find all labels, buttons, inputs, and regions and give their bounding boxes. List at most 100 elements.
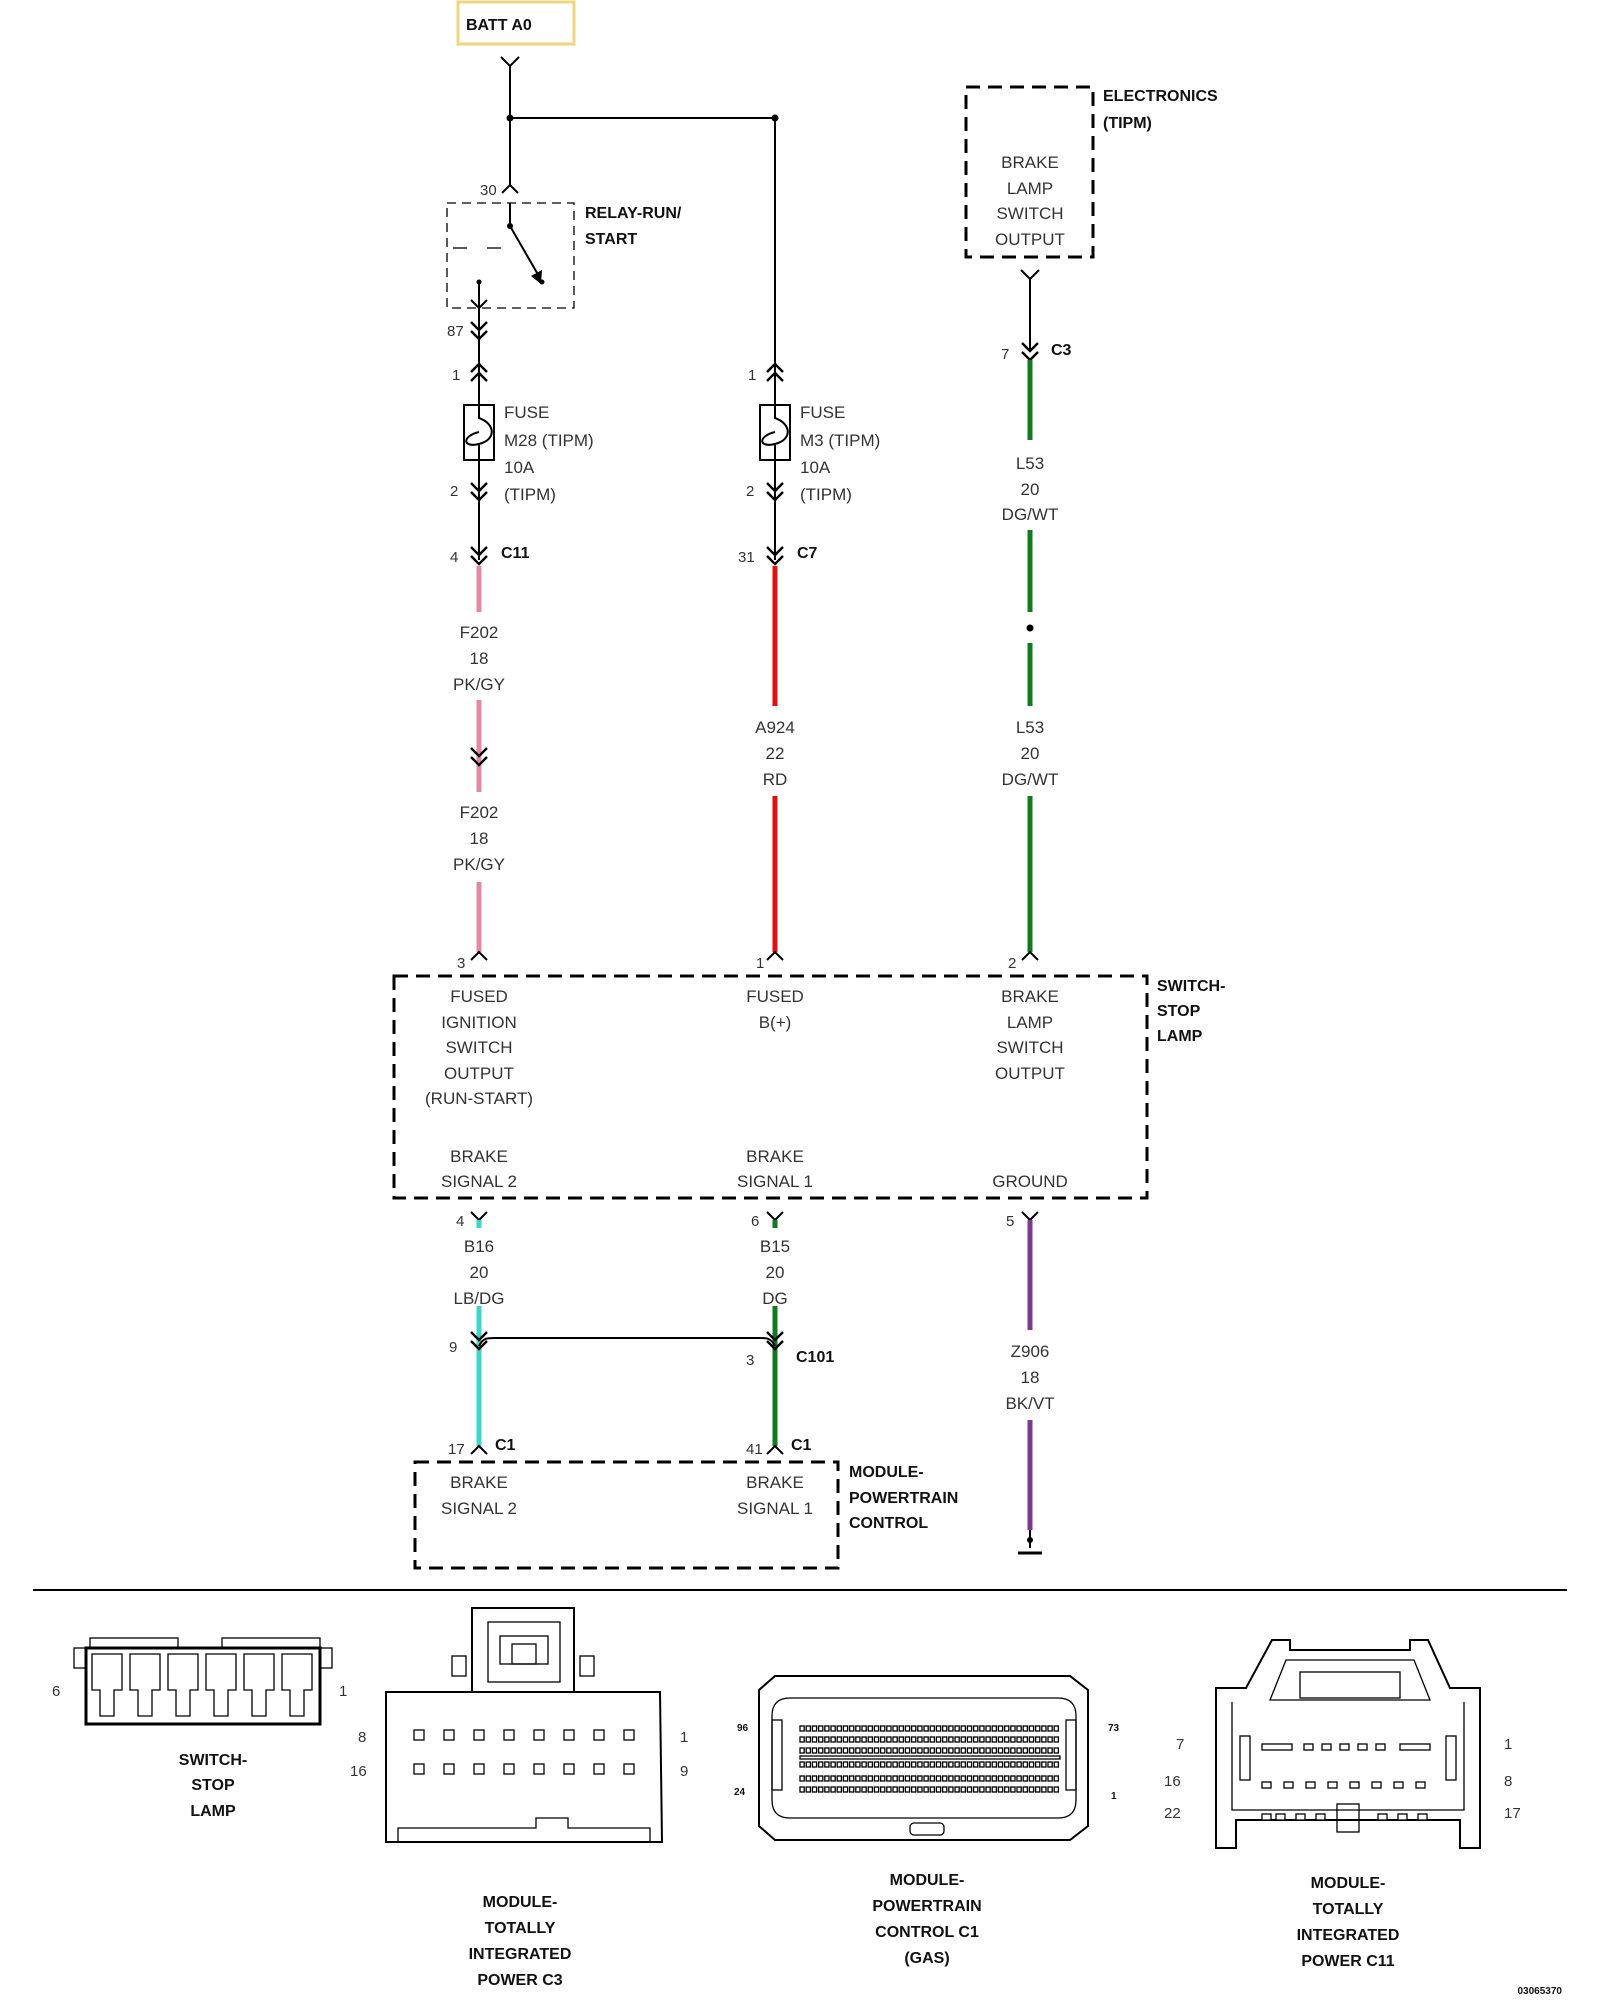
pcm-c1-cavity (1003, 1786, 1010, 1793)
pcm-c1-cavity (811, 1775, 818, 1782)
pcm-c1-cavity (972, 1725, 979, 1732)
pcm-c1-cavity (954, 1725, 960, 1732)
pcm-c1-cavity (941, 1747, 948, 1754)
f202-b-color: PK/GY (453, 855, 505, 874)
stop-lamp-pin-6: 6 (52, 1683, 60, 1700)
pcm-c1-cavity (1010, 1786, 1016, 1793)
tipm-c3-cavity (413, 1729, 425, 1741)
tipm-c11-pin-8: 8 (1504, 1773, 1512, 1790)
splice-dot-left (506, 114, 514, 122)
tipm-c3-cavity (563, 1763, 575, 1775)
pcm-c1-cavity (1016, 1761, 1022, 1768)
relay-contact-point (539, 279, 545, 285)
l53-a-id: L53 (1016, 454, 1044, 473)
pcm-c1-cavity (861, 1775, 867, 1782)
switch-pin-5-terminal (1021, 1211, 1039, 1222)
pcm-c1-cavity (855, 1725, 861, 1732)
pcm-c1-cavity (811, 1761, 818, 1768)
pcm-c1-cavity (1016, 1775, 1022, 1782)
pcm-c1-cavity (960, 1747, 967, 1754)
pcm-c1-cavity (960, 1786, 967, 1793)
pcm-c1-cavity (904, 1786, 911, 1793)
c1-pin-a: 17 (448, 1441, 465, 1458)
pcm-c1-cavity (1053, 1775, 1060, 1782)
tipm-c11-cavity-large (1399, 1743, 1431, 1751)
c1-terminal-a (470, 1444, 488, 1455)
pcm-c1-cavity (972, 1786, 979, 1793)
pcm-c1-cavity (799, 1786, 805, 1793)
tipm-c3-cavity (443, 1729, 455, 1741)
switch-pin-6-terminal (766, 1211, 784, 1222)
tipm-c11-cavity (1275, 1813, 1286, 1821)
pcm-c1-cavity (948, 1775, 954, 1782)
pcm-c1-cavity (855, 1761, 861, 1768)
pcm-c1-cavity (972, 1736, 979, 1743)
switch-title-3: LAMP (1157, 1028, 1203, 1045)
pcm-c1-key (909, 1822, 945, 1836)
pcm-c1-cavity (1047, 1786, 1053, 1793)
fuse-m3-pin-1-terminal (766, 362, 784, 382)
pcm-c1-cavity (1010, 1761, 1016, 1768)
pcm-c1-cavity (910, 1761, 917, 1768)
switch-title-2: STOP (1157, 1003, 1201, 1020)
switch-bs1-2: SIGNAL 1 (737, 1172, 813, 1191)
pcm-c1-cavity (904, 1761, 911, 1768)
pcm-c1-cavity (855, 1775, 861, 1782)
pcm-c1-cavity (879, 1761, 886, 1768)
pcm-c1-cavity (861, 1736, 867, 1743)
fuse-m3-pin-1: 1 (748, 367, 756, 384)
pcm-c1-cavity (799, 1736, 805, 1743)
a924-id: A924 (755, 718, 795, 737)
pcm-c1-cavity (985, 1747, 991, 1754)
pcm-c1-cavity (1010, 1775, 1016, 1782)
tipm-c3-pin-8: 8 (358, 1729, 366, 1746)
tipm-c3-view-t1: MODULE- (483, 1894, 558, 1911)
pcm-c1-cavity (848, 1775, 855, 1782)
pcm-c1-cavity (1047, 1725, 1053, 1732)
tipm-c11-cavity (1339, 1743, 1350, 1751)
switch-blso-4: OUTPUT (995, 1064, 1065, 1083)
pcm-c1-cavity (867, 1775, 874, 1782)
pcm-c1-cavity (1034, 1786, 1041, 1793)
stop-lamp-cavity (205, 1653, 237, 1717)
fuse-m3-pin-2: 2 (746, 483, 754, 500)
pcm-c1-cavity (817, 1736, 824, 1743)
pcm-c1-cavity (1041, 1747, 1047, 1754)
switch-pin-3-terminal (470, 950, 488, 961)
pcm-c1-cavity (1022, 1736, 1029, 1743)
pcm-c1-cavity (979, 1725, 985, 1732)
pcm-c1-cavity (855, 1786, 861, 1793)
switch-fused-ign-2: IGNITION (441, 1013, 517, 1032)
electronics-l3: SWITCH (996, 204, 1063, 223)
tipm-c3-pin-group (413, 1729, 635, 1775)
pcm-c1-cavity (917, 1736, 923, 1743)
fuse-m28-l1: FUSE (504, 403, 549, 422)
tipm-c11-cavity (1327, 1781, 1338, 1789)
pcm-c1-cavity (1022, 1747, 1029, 1754)
pcm-c1-pin-group (799, 1725, 1061, 1793)
c7-label: C7 (797, 545, 818, 562)
switch-pin-2-terminal (1021, 950, 1039, 961)
switch-pin-6: 6 (751, 1213, 759, 1230)
pcm-c1-cavity (979, 1736, 985, 1743)
relay-pin-87-terminal (470, 321, 488, 341)
tipm-c11-view-t4: POWER C11 (1301, 1953, 1394, 1970)
pcm-c1-cavity (941, 1775, 948, 1782)
tipm-c3-view-t3: INTEGRATED (469, 1946, 572, 1963)
l53-splice (1026, 624, 1034, 632)
pcm-title-1: MODULE- (849, 1464, 924, 1481)
pcm-c1-cavity (1041, 1786, 1047, 1793)
pcm-c1-cavity (1022, 1761, 1029, 1768)
pcm-c1-connector-view (758, 1675, 1089, 1841)
switch-fused-ign-5: (RUN-START) (425, 1089, 533, 1108)
l53-b-gauge: 20 (1021, 744, 1040, 763)
stop-lamp-body (84, 1646, 322, 1726)
pcm-c1-view-t2: POWERTRAIN (872, 1898, 981, 1915)
pcm-c1-cavity (898, 1747, 905, 1754)
pcm-c1-cavity (886, 1736, 892, 1743)
pcm-c1-cavity (1022, 1725, 1029, 1732)
pcm-c1-cavity (1003, 1725, 1010, 1732)
tipm-c11-cavity (1371, 1781, 1382, 1789)
tipm-c11-cavity (1393, 1781, 1404, 1789)
